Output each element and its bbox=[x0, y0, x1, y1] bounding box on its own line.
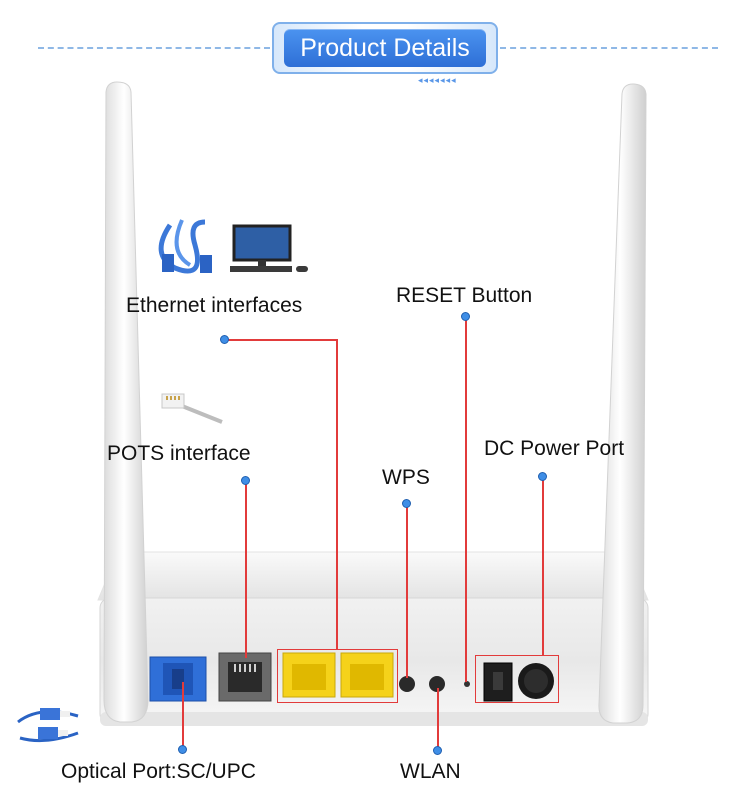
optical-port-label: Optical Port:SC/UPC bbox=[61, 760, 256, 783]
ethernet-callout-dot bbox=[220, 335, 229, 344]
computer-icon bbox=[230, 224, 308, 272]
wlan-callout-line bbox=[437, 688, 439, 751]
header-dash-left bbox=[38, 47, 270, 49]
ethernet-ports-highlight bbox=[277, 649, 398, 703]
fiber-patch-cord-icon bbox=[17, 708, 79, 743]
wps-label: WPS bbox=[382, 466, 430, 489]
reset-callout-line bbox=[465, 316, 467, 682]
page-title: Product Details bbox=[300, 34, 470, 62]
dc-power-callout-line bbox=[542, 476, 544, 656]
optical-callout-line bbox=[182, 682, 184, 750]
wps-callout-dot bbox=[402, 499, 411, 508]
pots-callout-line bbox=[245, 480, 247, 658]
dc-power-callout-dot bbox=[538, 472, 547, 481]
header-dash-right bbox=[500, 47, 718, 49]
wps-callout-line bbox=[406, 503, 408, 678]
left-antenna bbox=[103, 81, 149, 723]
reset-callout-dot bbox=[461, 312, 470, 321]
header-badge: Product Details ◂◂◂◂◂◂◂ bbox=[272, 22, 498, 85]
dc-power-highlight bbox=[475, 655, 559, 703]
pots-callout-dot bbox=[241, 476, 250, 485]
ethernet-cable-icon bbox=[158, 219, 212, 274]
pots-interface-label: POTS interface bbox=[107, 442, 251, 465]
right-antenna bbox=[598, 83, 647, 724]
wlan-callout-dot bbox=[433, 746, 442, 755]
arrow-decoration-icon: ◂◂◂◂◂◂◂ bbox=[418, 75, 457, 85]
ethernet-callout-line-h bbox=[225, 339, 337, 341]
ethernet-callout-line-v bbox=[336, 339, 338, 650]
reset-button-label: RESET Button bbox=[396, 284, 533, 307]
optical-callout-dot bbox=[178, 745, 187, 754]
wlan-label: WLAN bbox=[400, 760, 461, 783]
phone-plug-icon bbox=[161, 393, 223, 424]
dc-power-port-label: DC Power Port bbox=[484, 437, 625, 460]
ethernet-interfaces-label: Ethernet interfaces bbox=[126, 294, 303, 317]
